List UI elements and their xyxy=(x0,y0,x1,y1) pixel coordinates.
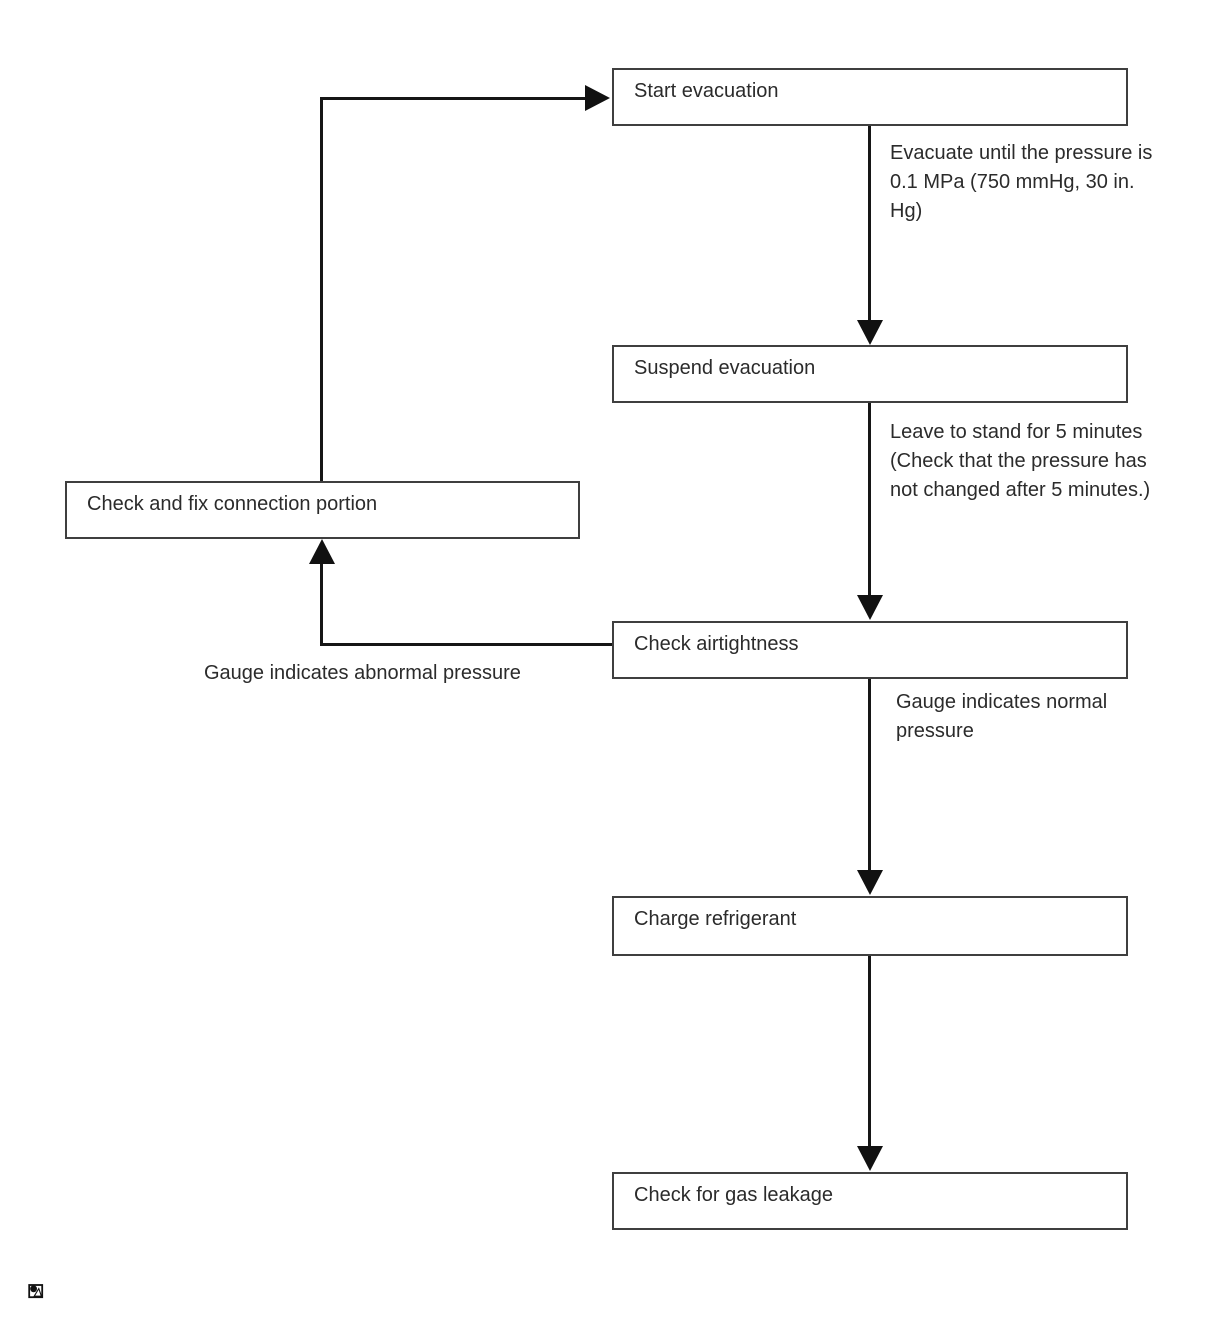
connector-loop-horizontal xyxy=(320,97,586,100)
connector-suspend-to-airtightness xyxy=(868,403,871,597)
arrowhead-down-icon xyxy=(857,870,883,895)
connector-abnormal-vertical xyxy=(320,562,323,646)
connector-airtightness-to-charge xyxy=(868,679,871,872)
note-stand-5-minutes: Leave to stand for 5 minutes (Check that… xyxy=(890,421,1151,501)
connector-loop-vertical xyxy=(320,97,323,481)
arrowhead-down-icon xyxy=(857,595,883,620)
note-evacuate-pressure: Evacuate until the pressure is 0.1 MPa (… xyxy=(890,142,1153,222)
arrowhead-down-icon xyxy=(857,1146,883,1171)
connector-start-to-suspend xyxy=(868,126,871,322)
note-normal-pressure: Gauge indicates normal pressure xyxy=(896,691,1108,742)
image-placeholder-icon xyxy=(28,1283,44,1299)
arrowhead-right-icon xyxy=(585,85,610,111)
note-abnormal-pressure: Gauge indicates abnormal pressure xyxy=(204,662,521,684)
arrowhead-down-icon xyxy=(857,320,883,345)
node-check-gas-leakage: Check for gas leakage xyxy=(612,1172,1128,1230)
node-check-airtightness: Check airtightness xyxy=(612,621,1128,679)
node-check-fix-connection: Check and fix connection portion xyxy=(65,481,580,539)
connector-charge-to-leakage xyxy=(868,956,871,1148)
node-charge-refrigerant: Charge refrigerant xyxy=(612,896,1128,956)
arrowhead-up-icon xyxy=(309,539,335,564)
connector-abnormal-horizontal xyxy=(320,643,612,646)
node-suspend-evacuation: Suspend evacuation xyxy=(612,345,1128,403)
node-start-evacuation: Start evacuation xyxy=(612,68,1128,126)
